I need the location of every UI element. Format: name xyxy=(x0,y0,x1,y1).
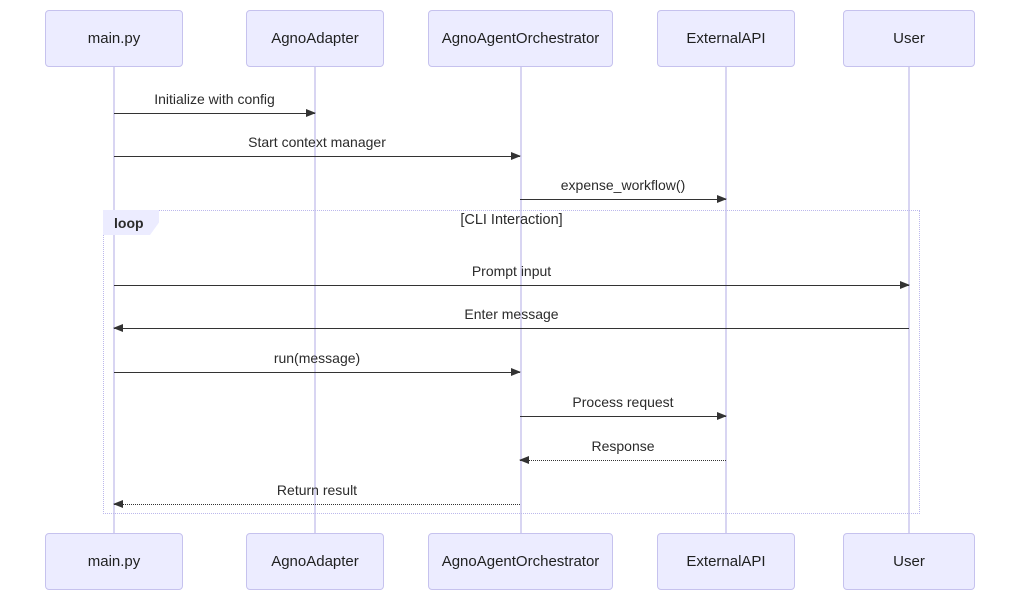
arrowhead-icon xyxy=(113,499,123,508)
participant-label: AgnoAdapter xyxy=(271,30,359,47)
message-label: run(message) xyxy=(273,350,361,366)
message-arrow xyxy=(114,367,521,376)
lifeline-main-py xyxy=(113,67,115,533)
lifeline-agnoadapter xyxy=(314,67,316,533)
arrowhead-icon xyxy=(511,151,521,160)
message-initialize-with-config: Initialize with config xyxy=(114,90,316,117)
message-process-request: Process request xyxy=(520,393,727,420)
message-arrow xyxy=(520,194,727,203)
message-return-result: Return result xyxy=(113,481,520,508)
participant-label: AgnoAdapter xyxy=(271,553,359,570)
loop-label-tab: loop xyxy=(103,210,159,235)
message-arrow xyxy=(114,151,521,160)
arrowhead-icon xyxy=(511,367,521,376)
participant-label: ExternalAPI xyxy=(686,553,766,570)
message-label: Process request xyxy=(572,394,674,410)
message-arrow xyxy=(113,323,909,332)
message-enter-message: Enter message xyxy=(113,305,909,332)
message-label: Enter message xyxy=(464,306,559,322)
participant-box-user-top: User xyxy=(843,10,975,67)
message-expense-workflow: expense_workflow() xyxy=(520,176,727,203)
arrowhead-icon xyxy=(717,194,727,203)
message-arrow xyxy=(113,499,520,508)
message-label: Prompt input xyxy=(471,263,552,279)
participant-label: main.py xyxy=(87,30,141,47)
message-response: Response xyxy=(519,437,726,464)
loop-label: loop xyxy=(114,214,144,231)
message-prompt-input: Prompt input xyxy=(114,262,910,289)
participant-box-agnoagentorchestrator-top: AgnoAgentOrchestrator xyxy=(428,10,613,67)
arrowhead-icon xyxy=(519,455,529,464)
message-arrow xyxy=(520,411,727,420)
participant-box-agnoagentorchestrator-bottom: AgnoAgentOrchestrator xyxy=(428,533,613,590)
message-arrow xyxy=(114,280,910,289)
participant-box-agnoadapter-top: AgnoAdapter xyxy=(246,10,384,67)
message-arrow xyxy=(519,455,726,464)
participant-label: ExternalAPI xyxy=(686,30,766,47)
participant-label: main.py xyxy=(87,553,141,570)
message-start-context-manager: Start context manager xyxy=(114,133,521,160)
loop-frame xyxy=(103,210,920,514)
lifeline-externalapi xyxy=(725,67,727,533)
message-label: expense_workflow() xyxy=(560,177,686,193)
arrowhead-icon xyxy=(113,323,123,332)
participant-box-main-py-bottom: main.py xyxy=(45,533,183,590)
arrowhead-icon xyxy=(900,280,910,289)
participant-box-user-bottom: User xyxy=(843,533,975,590)
participant-box-externalapi-bottom: ExternalAPI xyxy=(657,533,795,590)
message-label: Initialize with config xyxy=(154,91,275,107)
participant-box-agnoadapter-bottom: AgnoAdapter xyxy=(246,533,384,590)
arrowhead-icon xyxy=(717,411,727,420)
message-run-message: run(message) xyxy=(114,349,521,376)
participant-label: AgnoAgentOrchestrator xyxy=(441,30,600,47)
participant-label: User xyxy=(893,553,925,570)
message-label: Response xyxy=(591,438,655,454)
participant-box-main-py-top: main.py xyxy=(45,10,183,67)
lifeline-user xyxy=(908,67,910,533)
message-label: Start context manager xyxy=(248,134,386,150)
loop-condition: [CLI Interaction] xyxy=(460,212,563,228)
lifeline-agnoagentorchestrator xyxy=(520,67,522,533)
participant-label: User xyxy=(893,30,925,47)
participant-box-externalapi-top: ExternalAPI xyxy=(657,10,795,67)
message-label: Return result xyxy=(276,482,358,498)
message-arrow xyxy=(114,108,316,117)
arrowhead-icon xyxy=(306,108,316,117)
participant-label: AgnoAgentOrchestrator xyxy=(441,553,600,570)
